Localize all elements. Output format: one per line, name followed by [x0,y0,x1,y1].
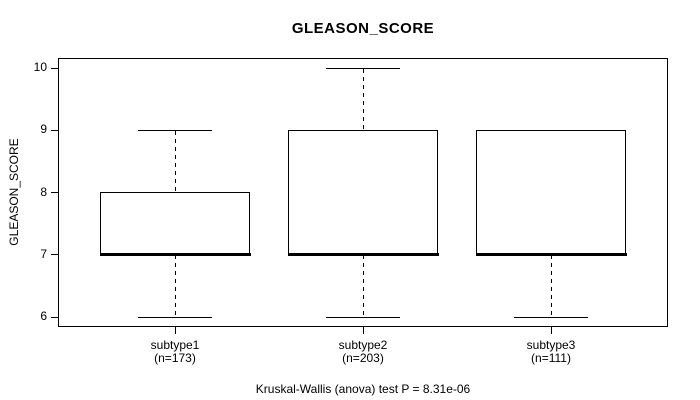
y-axis-tick [51,67,58,69]
whisker-lower-cap-subtype2 [326,316,400,318]
whisker-lower-cap-subtype3 [514,316,588,318]
whisker-lower-cap-subtype1 [138,316,212,318]
whisker-upper-cap-subtype1 [138,129,212,131]
group-n: (n=111) [531,351,571,365]
x-axis-tick [551,327,552,334]
whisker-upper-line-subtype2 [363,68,364,130]
stat-test-caption: Kruskal-Wallis (anova) test P = 8.31e-06 [255,382,471,396]
group-name: subtype3 [526,338,576,352]
x-axis-group-label: subtype2(n=203) [293,339,433,365]
whisker-upper-cap-subtype2 [326,67,400,69]
group-n: (n=203) [342,351,384,365]
whisker-lower-line-subtype1 [175,255,176,317]
whisker-lower-line-subtype3 [551,255,552,317]
box-iqr-subtype3 [476,129,626,256]
x-axis-group-label: subtype3(n=111) [481,339,621,365]
box-iqr-subtype1 [100,192,250,256]
y-axis-tick-label: 8 [40,184,47,199]
group-n: (n=173) [154,351,196,365]
median-line-subtype3 [476,253,627,257]
y-axis-tick-label: 6 [40,309,47,323]
x-axis-group-label: subtype1(n=173) [105,339,245,365]
median-line-subtype2 [288,253,439,257]
box-iqr-subtype2 [288,129,438,256]
median-line-subtype1 [100,253,251,257]
y-axis-tick [51,129,58,131]
group-name: subtype1 [150,338,200,352]
y-axis-tick [51,316,58,318]
x-axis-tick [175,327,176,334]
y-axis-tick-label: 10 [33,60,47,74]
whisker-lower-line-subtype2 [363,255,364,317]
y-axis-tick [51,192,58,193]
group-name: subtype2 [338,338,388,352]
y-axis-tick [51,254,58,256]
whisker-upper-cap-subtype3 [514,129,588,131]
y-axis-tick-label: 7 [40,246,47,261]
x-axis-tick [363,327,364,334]
whisker-upper-line-subtype1 [175,130,176,192]
y-axis-tick-label: 9 [40,122,47,137]
chart-title: GLEASON_SCORE [291,20,435,37]
